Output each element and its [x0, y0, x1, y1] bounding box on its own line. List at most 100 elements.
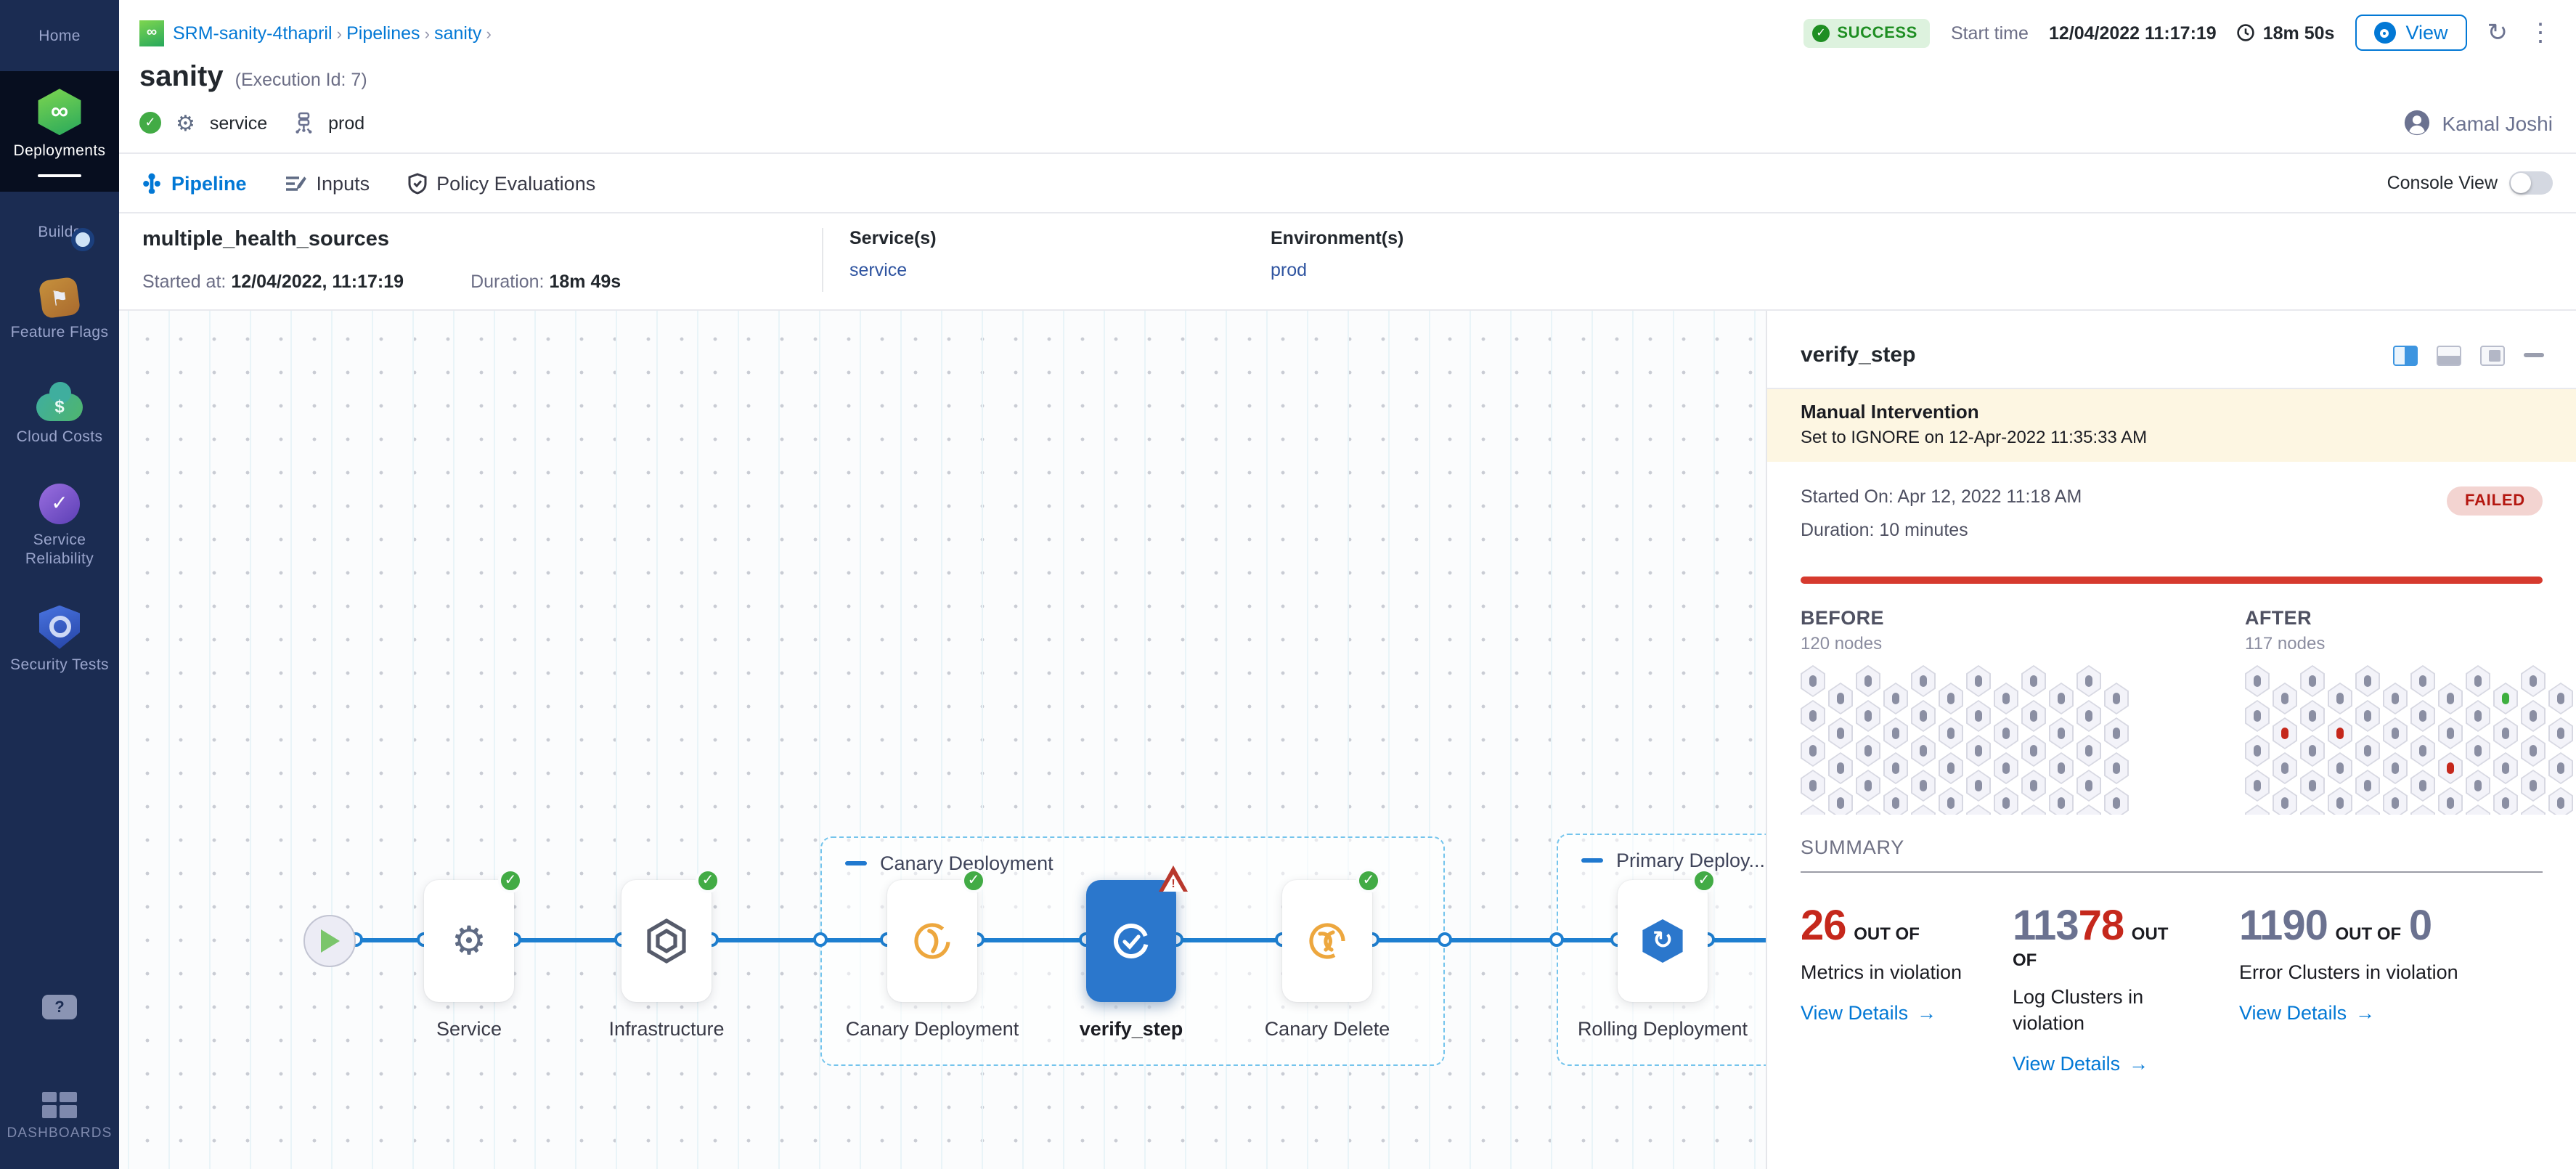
node-hexagon[interactable]: [2521, 700, 2546, 732]
node-hexagon[interactable]: [2076, 665, 2101, 697]
node-hexagon[interactable]: [1994, 717, 2018, 749]
tab-policy-evaluations[interactable]: Policy Evaluations: [407, 154, 595, 212]
console-view-toggle[interactable]: [2509, 171, 2553, 195]
node-hexagon[interactable]: [2466, 805, 2490, 815]
node-hexagon[interactable]: [2355, 805, 2380, 815]
node-hexagon[interactable]: [1966, 735, 1991, 767]
node-hexagon[interactable]: [2521, 805, 2546, 815]
view-details-link[interactable]: View Details→: [2239, 1001, 2376, 1024]
node-hexagon[interactable]: [2466, 735, 2490, 767]
node-hexagon[interactable]: [2300, 665, 2325, 697]
node-hexagon[interactable]: [2383, 717, 2408, 749]
node-hexagon[interactable]: [1911, 700, 1936, 732]
node-hexagon[interactable]: [1966, 805, 1991, 815]
node-hexagon[interactable]: [2521, 665, 2546, 697]
node-hexagon[interactable]: [2104, 717, 2129, 749]
node-hexagon[interactable]: [1911, 805, 1936, 815]
node-hexagon[interactable]: [2245, 770, 2270, 802]
node-hexagon[interactable]: [2410, 735, 2435, 767]
node-hexagon[interactable]: [1911, 770, 1936, 802]
node-hexagon[interactable]: [1939, 787, 1963, 815]
pipeline-node-canary-deployment[interactable]: [887, 880, 977, 1002]
node-hexagon[interactable]: [2410, 700, 2435, 732]
node-hexagon[interactable]: [2049, 787, 2074, 815]
collapse-group-icon[interactable]: [1581, 858, 1603, 863]
node-hexagon[interactable]: [2355, 700, 2380, 732]
node-hexagon[interactable]: [1939, 752, 1963, 784]
breadcrumb-link[interactable]: SRM-sanity-4thapril: [173, 23, 333, 43]
environment-tag[interactable]: prod: [328, 113, 365, 133]
minimize-panel-icon[interactable]: [2524, 353, 2544, 357]
node-hexagon[interactable]: [1994, 752, 2018, 784]
node-hexagon[interactable]: [1939, 683, 1963, 714]
node-hexagon[interactable]: [2493, 787, 2518, 815]
sidebar-item-security-tests[interactable]: Security Tests: [0, 594, 119, 687]
pipeline-node-service[interactable]: ⚙: [424, 880, 514, 1002]
node-hexagon[interactable]: [1856, 770, 1880, 802]
node-hexagon[interactable]: [2245, 665, 2270, 697]
node-hexagon[interactable]: [2245, 735, 2270, 767]
node-hexagon[interactable]: [2328, 717, 2352, 749]
service-tag[interactable]: service: [209, 113, 268, 133]
node-hexagon[interactable]: [1801, 665, 1825, 697]
node-hexagon[interactable]: [2493, 752, 2518, 784]
node-hexagon[interactable]: [1883, 717, 1908, 749]
services-value-link[interactable]: service: [849, 260, 908, 280]
refresh-icon[interactable]: ↻: [2487, 19, 2508, 46]
node-hexagon[interactable]: [1883, 787, 1908, 815]
node-hexagon[interactable]: [2355, 665, 2380, 697]
node-hexagon[interactable]: [2548, 683, 2573, 714]
sidebar-item-feature-flags[interactable]: ⚑Feature Flags: [0, 268, 119, 355]
node-hexagon[interactable]: [2438, 717, 2463, 749]
node-hexagon[interactable]: [2049, 752, 2074, 784]
node-hexagon[interactable]: [2076, 735, 2101, 767]
node-hexagon[interactable]: [1911, 665, 1936, 697]
node-hexagon[interactable]: [1828, 717, 1853, 749]
node-hexagon[interactable]: [2355, 735, 2380, 767]
node-hexagon[interactable]: [1801, 700, 1825, 732]
start-node[interactable]: [303, 915, 356, 967]
node-hexagon[interactable]: [2273, 717, 2297, 749]
node-hexagon[interactable]: [2548, 752, 2573, 784]
node-hexagon[interactable]: [1801, 805, 1825, 815]
node-hexagon[interactable]: [1856, 805, 1880, 815]
collapse-group-icon[interactable]: [845, 861, 867, 865]
kebab-menu-icon[interactable]: ⋮: [2528, 19, 2553, 46]
breadcrumb-link[interactable]: sanity: [434, 23, 482, 43]
layout-float-icon[interactable]: [2480, 345, 2505, 365]
node-hexagon[interactable]: [2410, 665, 2435, 697]
node-hexagon[interactable]: [2383, 752, 2408, 784]
node-hexagon[interactable]: [2328, 683, 2352, 714]
sidebar-item-help-chat[interactable]: ?: [0, 983, 119, 1031]
node-hexagon[interactable]: [2493, 683, 2518, 714]
node-hexagon[interactable]: [1883, 683, 1908, 714]
node-hexagon[interactable]: [2383, 683, 2408, 714]
pipeline-node-infrastructure[interactable]: [621, 880, 712, 1002]
node-hexagon[interactable]: [2548, 787, 2573, 815]
node-hexagon[interactable]: [1856, 700, 1880, 732]
pipeline-node-verify-step[interactable]: [1086, 880, 1176, 1002]
node-hexagon[interactable]: [2076, 805, 2101, 815]
node-hexagon[interactable]: [2273, 752, 2297, 784]
node-hexagon[interactable]: [2328, 787, 2352, 815]
node-hexagon[interactable]: [2466, 770, 2490, 802]
node-hexagon[interactable]: [2021, 805, 2046, 815]
node-hexagon[interactable]: [1856, 665, 1880, 697]
node-hexagon[interactable]: [1883, 752, 1908, 784]
node-hexagon[interactable]: [1966, 770, 1991, 802]
node-hexagon[interactable]: [2021, 735, 2046, 767]
node-hexagon[interactable]: [2300, 805, 2325, 815]
view-button[interactable]: View: [2355, 15, 2467, 51]
node-hexagon[interactable]: [2049, 683, 2074, 714]
node-hexagon[interactable]: [1828, 787, 1853, 815]
node-hexagon[interactable]: [1801, 770, 1825, 802]
node-hexagon[interactable]: [2521, 770, 2546, 802]
node-hexagon[interactable]: [2438, 683, 2463, 714]
node-hexagon[interactable]: [1856, 735, 1880, 767]
user-name[interactable]: Kamal Joshi: [2442, 111, 2553, 134]
node-hexagon[interactable]: [2300, 770, 2325, 802]
node-hexagon[interactable]: [2049, 717, 2074, 749]
node-hexagon[interactable]: [1994, 683, 2018, 714]
node-hexagon[interactable]: [2410, 805, 2435, 815]
